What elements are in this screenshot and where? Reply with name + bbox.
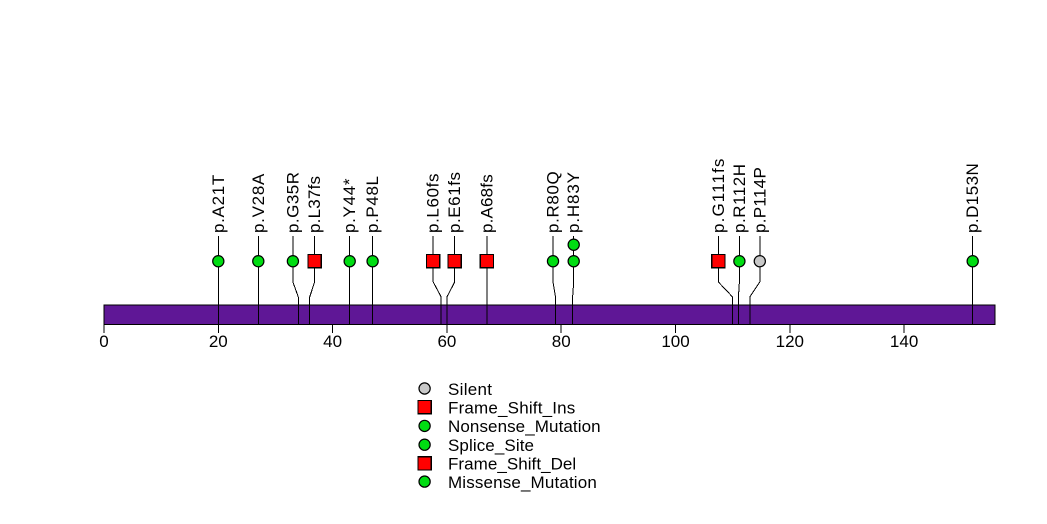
svg-text:p.Y44*: p.Y44* [340, 178, 359, 233]
svg-text:p.H83Y: p.H83Y [564, 172, 583, 233]
svg-text:Frame_Shift_Ins: Frame_Shift_Ins [448, 399, 575, 418]
svg-text:140: 140 [890, 332, 918, 351]
svg-text:100: 100 [661, 332, 689, 351]
svg-text:0: 0 [99, 332, 108, 351]
svg-text:p.V28A: p.V28A [249, 173, 268, 233]
svg-text:p.L37fs: p.L37fs [305, 176, 324, 233]
svg-text:p.E61fs: p.E61fs [445, 172, 464, 233]
svg-text:p.R112H: p.R112H [730, 164, 749, 233]
svg-text:Silent: Silent [448, 380, 492, 399]
svg-text:p.R80Q: p.R80Q [544, 171, 563, 233]
svg-text:Missense_Mutation: Missense_Mutation [448, 473, 597, 492]
svg-text:p.P114P: p.P114P [750, 167, 769, 233]
svg-text:Splice_Site: Splice_Site [448, 436, 534, 455]
svg-text:p.G111fs: p.G111fs [709, 159, 728, 233]
svg-text:120: 120 [776, 332, 804, 351]
svg-text:Frame_Shift_Del: Frame_Shift_Del [448, 455, 576, 474]
svg-text:p.P48L: p.P48L [363, 176, 382, 233]
svg-text:80: 80 [552, 332, 571, 351]
svg-text:20: 20 [209, 332, 228, 351]
svg-text:p.G35R: p.G35R [283, 172, 302, 233]
svg-text:p.D153N: p.D153N [963, 163, 982, 233]
svg-text:Nonsense_Mutation: Nonsense_Mutation [448, 417, 601, 436]
svg-text:40: 40 [323, 332, 342, 351]
svg-text:p.L60fs: p.L60fs [424, 174, 443, 234]
svg-text:p.A68fs: p.A68fs [477, 174, 496, 233]
svg-text:p.A21T: p.A21T [209, 175, 228, 233]
svg-text:60: 60 [437, 332, 456, 351]
